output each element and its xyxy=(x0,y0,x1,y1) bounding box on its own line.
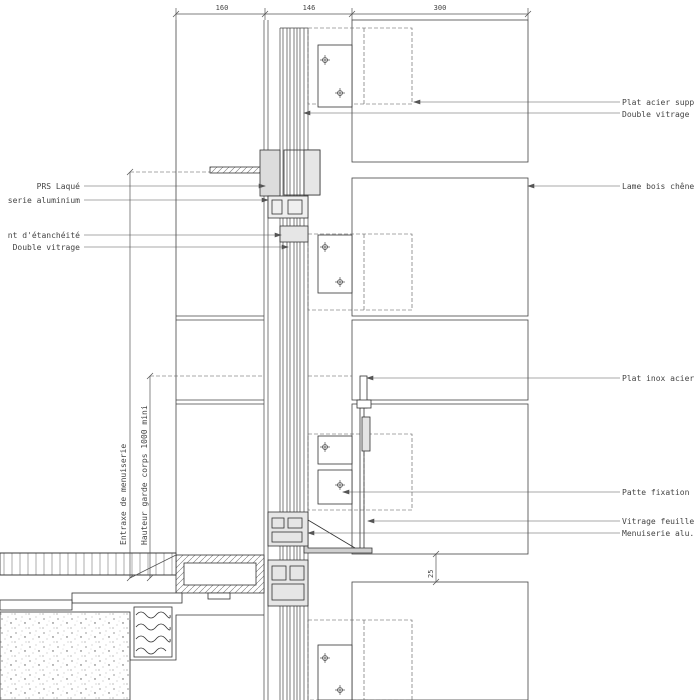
floor-slab xyxy=(0,552,265,700)
label-double-vitrage: Double vitrage xyxy=(13,243,81,252)
insulation-bracket xyxy=(129,606,264,661)
label-double-vitrage-top: Double vitrage xyxy=(622,110,690,119)
label-hauteur-garde-corps: Hauteur garde corps 1000 mini xyxy=(140,405,149,545)
label-prs-laque: PRS Laqué xyxy=(37,181,81,191)
label-entraxe: Entraxe de menuiserie xyxy=(119,444,128,545)
leader-lines-right xyxy=(303,99,620,536)
dimension-gap xyxy=(432,550,440,586)
window-sill-assembly xyxy=(267,511,373,607)
label-patte-fixation: Patte fixation xyxy=(622,488,690,497)
label-menuiserie-alu: Menuiserie alu. xyxy=(622,529,694,538)
stainless-flat xyxy=(356,375,372,550)
dimension-160: 160 xyxy=(216,4,229,12)
leader-lines-left xyxy=(84,183,289,250)
label-joint-etancheite: nt d'étanchéité xyxy=(8,230,80,240)
dimension-300: 300 xyxy=(434,4,447,12)
vertical-dimension-lines xyxy=(126,168,177,582)
label-lame-bois: Lame bois chêne xyxy=(622,181,694,191)
dimension-chain-top xyxy=(172,8,532,20)
label-plat-inox: Plat inox acier xyxy=(622,374,694,383)
fixing-bolts xyxy=(320,55,345,695)
dimension-146: 146 xyxy=(303,4,316,12)
label-vitrage-feuillete: Vitrage feuille xyxy=(622,517,694,526)
label-plat-acier: Plat acier supp xyxy=(622,98,694,107)
label-menuiserie-aluminium: serie aluminium xyxy=(8,196,80,205)
dimension-25: 25 xyxy=(427,570,435,578)
steel-plates xyxy=(317,44,353,700)
window-head-frame xyxy=(209,149,321,243)
